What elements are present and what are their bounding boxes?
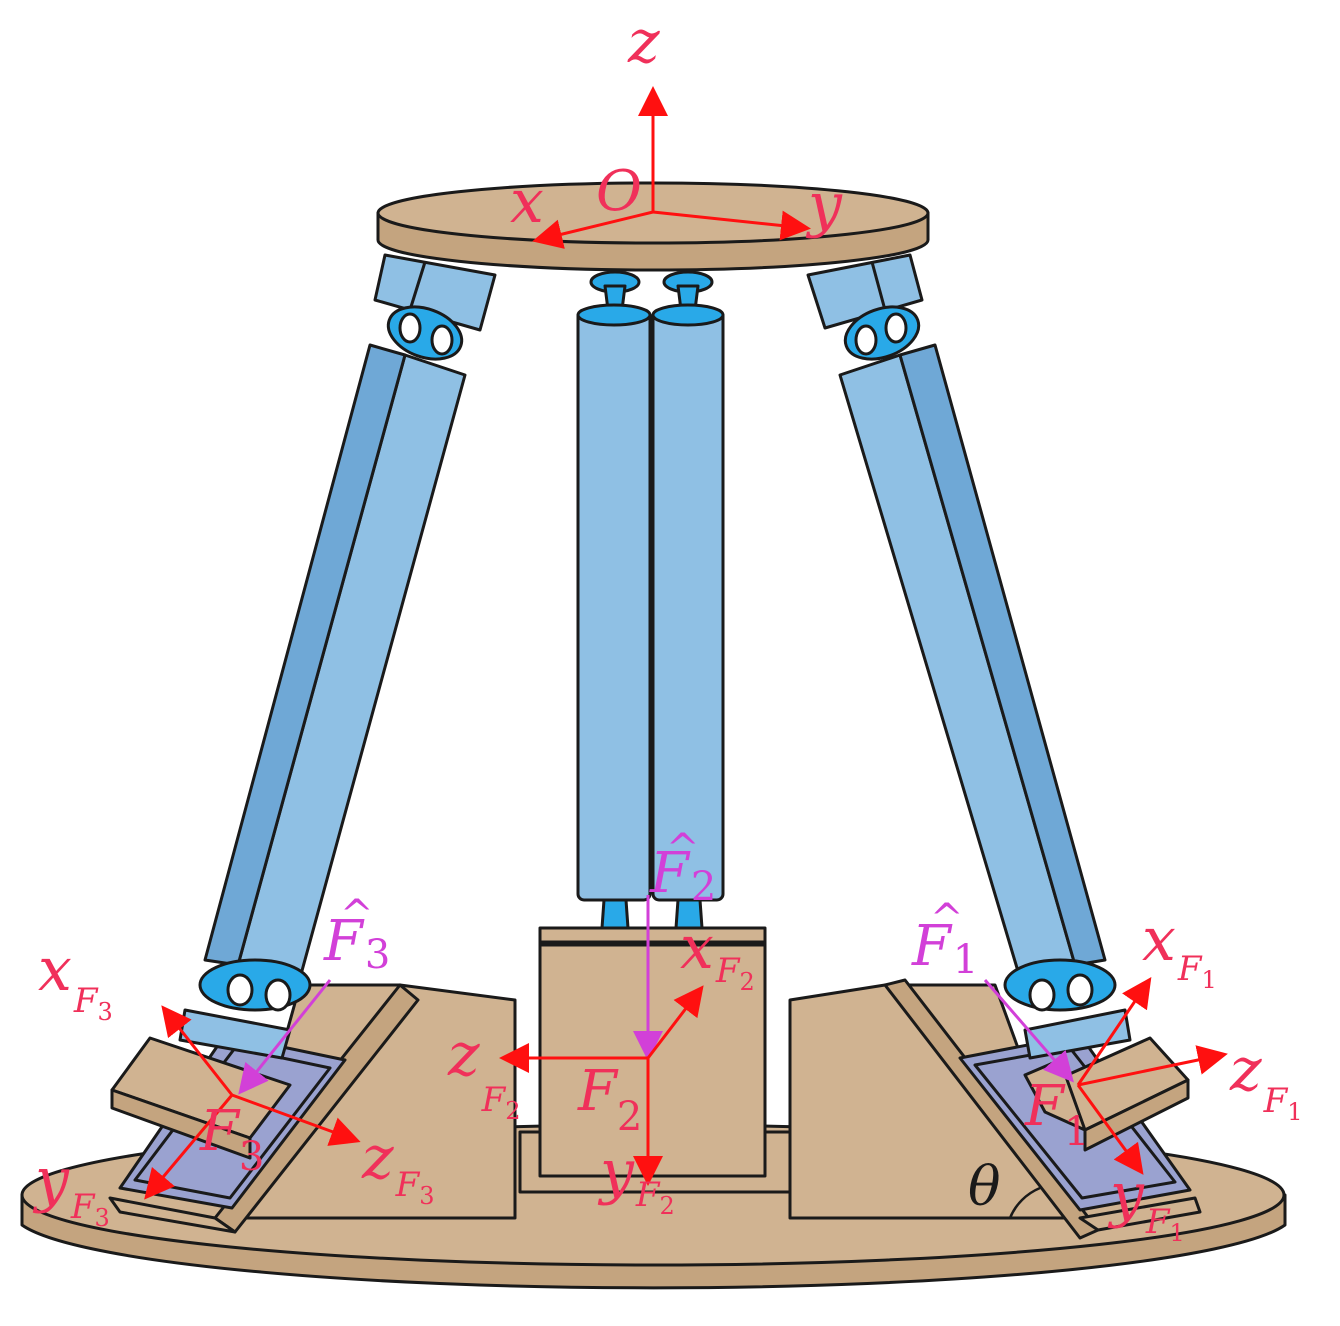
global-x-label: x <box>510 167 544 237</box>
global-origin-label: O <box>596 159 642 224</box>
right-mount <box>788 978 1202 1240</box>
f3-y-axis <box>144 1094 234 1200</box>
f2-z-label: zF2 <box>447 1020 521 1125</box>
left-mount <box>108 983 517 1234</box>
f1-z-label: zF1 <box>1229 1035 1303 1126</box>
f2-y-label: yF2 <box>597 1137 675 1220</box>
global-z-label: z <box>627 7 660 77</box>
global-y-label: y <box>805 170 843 240</box>
f1-y-label: yF1 <box>1107 1160 1185 1247</box>
global-frame: z x O y <box>510 7 843 249</box>
f3-x-axis <box>161 1005 234 1096</box>
left-strut-pair <box>178 253 497 1060</box>
f1-force-arrow <box>983 979 1074 1083</box>
frame-f1: ^ F1 xF1 zF1 F1 yF1 <box>911 896 1303 1247</box>
f3-x-label: xF3 <box>38 935 113 1026</box>
f3-force-arrow <box>238 979 332 1095</box>
global-x-axis <box>532 210 654 249</box>
f2-x-axis <box>646 985 704 1059</box>
f2-force-label: F2 <box>649 841 716 910</box>
f3-z-axis <box>231 1093 361 1146</box>
frame-f2: ^ F2 xF2 zF2 F2 yF2 <box>447 826 755 1220</box>
theta-angle: θ <box>968 1155 1041 1219</box>
frame-f3: ^ F3 xF3 F3 zF3 yF3 <box>32 892 435 1232</box>
f2-force-hat: ^ <box>666 826 700 872</box>
f1-origin-label: F1 <box>1024 1074 1089 1155</box>
f3-y-label: yF3 <box>32 1145 110 1232</box>
f3-force-hat: ^ <box>340 892 374 938</box>
f2-origin-label: F2 <box>577 1059 642 1140</box>
theta-arc <box>1008 1186 1041 1219</box>
f3-z-label: zF3 <box>361 1123 435 1210</box>
f2-x-label: xF2 <box>680 913 755 996</box>
f3-origin-label: F3 <box>199 1099 264 1180</box>
f1-x-axis <box>1076 977 1152 1086</box>
f1-force-hat: ^ <box>930 896 964 942</box>
f1-force-label: F1 <box>911 914 978 983</box>
f1-z-axis <box>1077 1045 1228 1087</box>
f3-force-label: F3 <box>323 909 390 978</box>
right-strut-pair <box>806 253 1132 1060</box>
f1-y-axis <box>1076 1084 1144 1175</box>
global-y-axis <box>652 210 811 241</box>
f1-x-label: xF1 <box>1142 905 1217 994</box>
theta-label: θ <box>968 1155 1001 1218</box>
center-strut-pair <box>576 270 725 930</box>
